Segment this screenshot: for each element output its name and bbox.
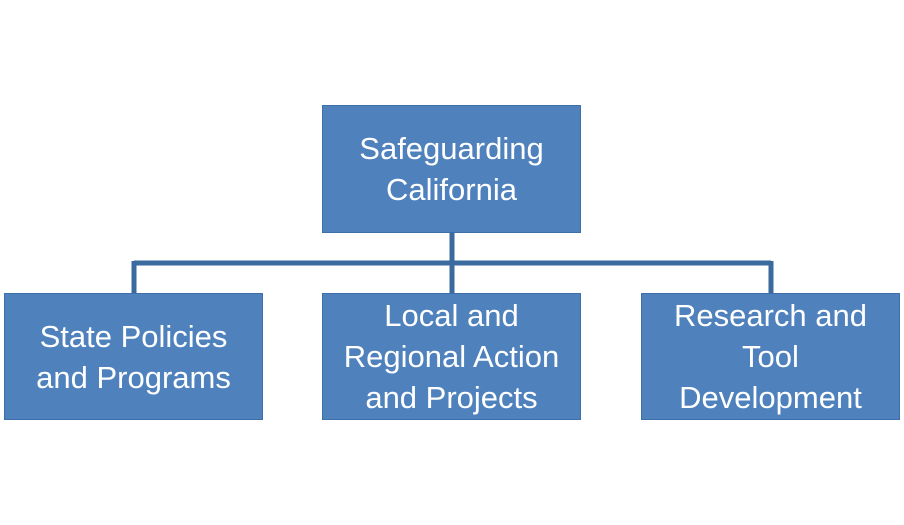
- root-node-label: Safeguarding California: [359, 131, 544, 207]
- root-node-safeguarding-california: Safeguarding California: [322, 105, 581, 233]
- child-node-label: State Policies and Programs: [36, 318, 231, 395]
- child-node-label: Local and Regional Action and Projects: [343, 298, 560, 415]
- child-node-local-regional-action: Local and Regional Action and Projects: [322, 293, 581, 420]
- child-node-state-policies: State Policies and Programs: [4, 293, 263, 420]
- child-node-label: Research and Tool Development: [673, 298, 867, 415]
- child-node-research-tool-development: Research and Tool Development: [641, 293, 900, 420]
